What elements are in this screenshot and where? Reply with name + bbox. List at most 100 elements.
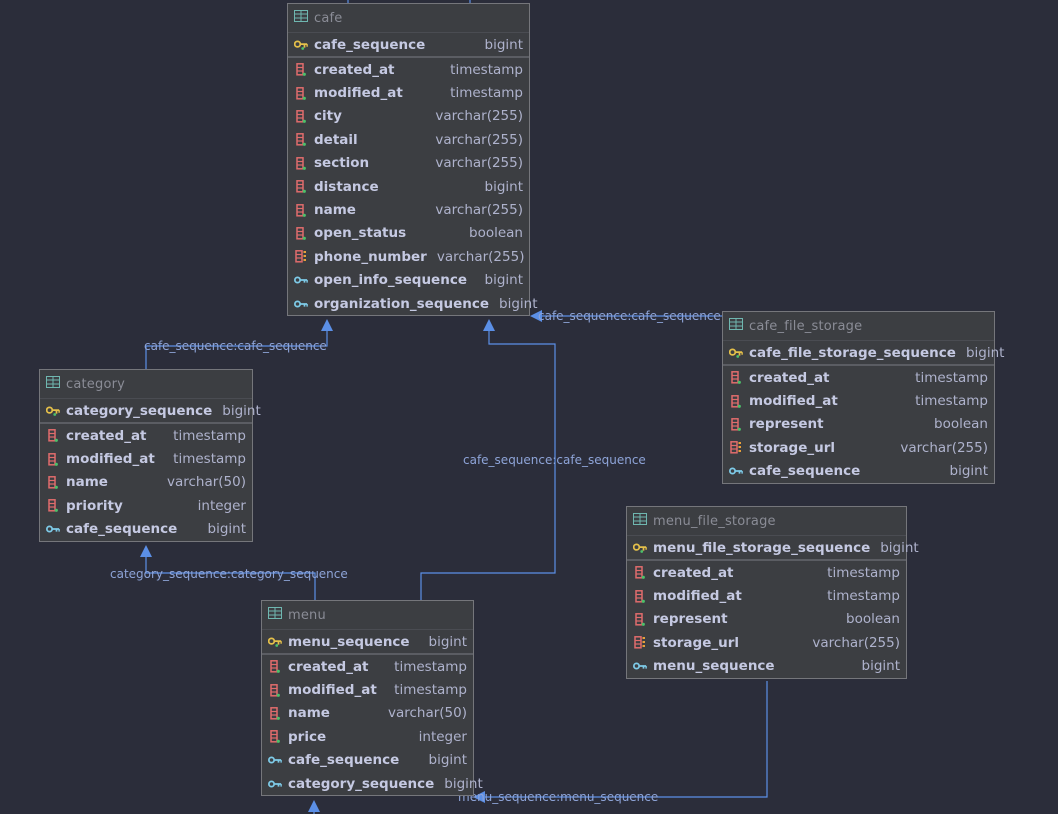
table-title: category xyxy=(66,376,126,392)
table-icon xyxy=(268,607,282,623)
unique-column-icon xyxy=(294,250,308,264)
column-name: phone_number xyxy=(314,248,427,265)
foreign-key-icon xyxy=(729,464,743,478)
column-name: storage_url xyxy=(749,439,835,456)
column-icon xyxy=(294,180,308,194)
table-row[interactable]: created_at timestamp xyxy=(627,561,906,584)
column-name: created_at xyxy=(66,427,147,444)
column-name: modified_at xyxy=(288,682,377,699)
column-type: bigint xyxy=(444,775,483,792)
column-icon xyxy=(729,417,743,431)
column-type: timestamp xyxy=(827,564,900,581)
column-name: cafe_sequence xyxy=(314,36,426,53)
column-name: created_at xyxy=(653,564,734,581)
edge-menu-storage-to-menu xyxy=(480,681,768,798)
table-row[interactable]: cafe_sequence bigint xyxy=(288,33,529,58)
column-type: bigint xyxy=(207,521,247,538)
edge-label-storage-cafe: cafe_sequence:cafe_sequence xyxy=(538,309,721,323)
column-type: timestamp xyxy=(173,427,246,444)
table-row[interactable]: represent boolean xyxy=(627,608,906,631)
column-name: category_sequence xyxy=(66,402,213,419)
column-name: distance xyxy=(314,178,379,195)
column-type: timestamp xyxy=(450,61,523,78)
table-cafe-file-storage[interactable]: cafe_file_storage cafe_file_storage_sequ… xyxy=(722,311,1004,484)
arrow-into-menu-bottom xyxy=(308,800,320,812)
column-type: boolean xyxy=(469,225,523,242)
column-name: menu_sequence xyxy=(288,633,410,650)
column-name: city xyxy=(314,108,342,125)
table-row[interactable]: created_at timestamp xyxy=(40,424,252,447)
column-icon xyxy=(633,612,647,626)
column-type: boolean xyxy=(934,416,988,433)
table-row[interactable]: created_at timestamp xyxy=(288,58,529,81)
column-type: bigint xyxy=(949,463,989,480)
column-type: boolean xyxy=(846,611,900,628)
column-icon xyxy=(294,156,308,170)
column-name: created_at xyxy=(314,61,395,78)
arrow-into-cafe-left xyxy=(321,319,333,331)
column-icon xyxy=(294,86,308,100)
column-type: bigint xyxy=(484,272,524,289)
table-title: cafe xyxy=(314,10,343,26)
column-icon xyxy=(729,394,743,408)
column-icon xyxy=(633,566,647,580)
table-header: cafe xyxy=(288,4,529,33)
column-type: timestamp xyxy=(915,393,988,410)
column-name: storage_url xyxy=(653,634,739,651)
column-icon xyxy=(294,203,308,217)
column-type: timestamp xyxy=(915,369,988,386)
primary-key-icon xyxy=(294,38,308,52)
table-icon xyxy=(729,318,743,334)
column-type: bigint xyxy=(484,36,524,53)
column-name: modified_at xyxy=(314,85,403,102)
column-name: represent xyxy=(653,611,728,628)
column-icon xyxy=(46,429,60,443)
edge-menu-to-category xyxy=(145,548,316,601)
column-icon xyxy=(294,133,308,147)
edge-menu-to-cafe xyxy=(420,322,556,601)
column-name: menu_sequence xyxy=(653,658,775,675)
foreign-key-icon xyxy=(268,777,282,791)
table-menu-file-storage[interactable]: menu_file_storage menu_file_storage_sequ… xyxy=(626,506,919,679)
column-type: varchar(50) xyxy=(166,474,246,491)
foreign-key-icon xyxy=(294,297,308,311)
table-icon xyxy=(294,10,308,26)
